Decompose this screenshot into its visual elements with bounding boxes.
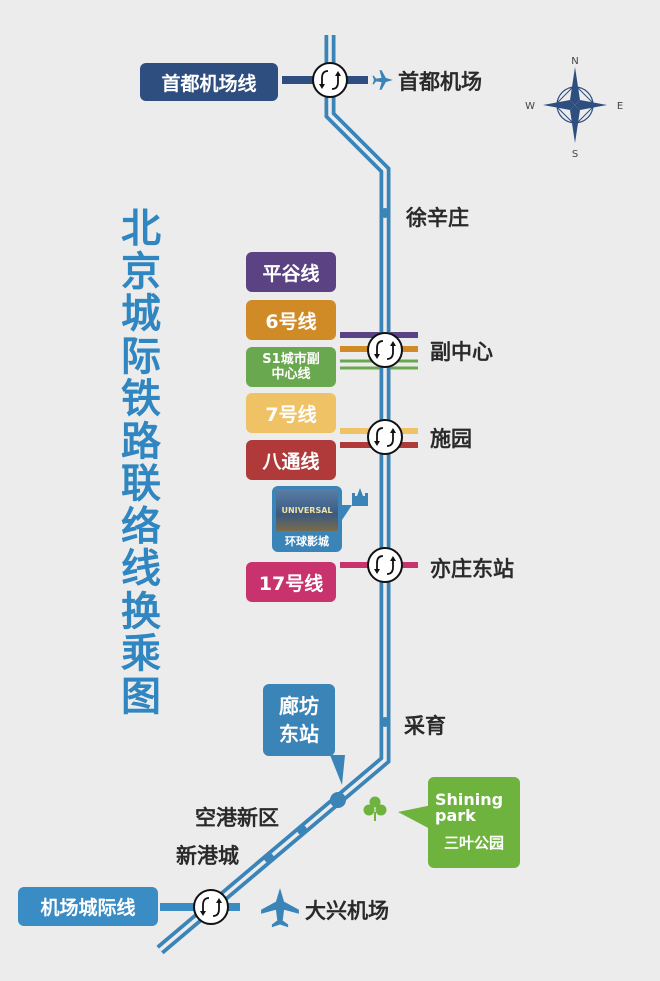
universal-logo-image: UNIVERSAL <box>276 489 338 531</box>
station-xingangcheng[interactable]: 新港城 <box>176 844 239 868</box>
shining-park-en: Shining park <box>435 790 504 825</box>
map-title: 北京城际铁路联络线换乘图 <box>121 206 161 720</box>
universal-label: 环球影城 <box>285 535 329 548</box>
station-daxing-airport[interactable]: 大兴机场 <box>305 899 389 923</box>
station-yizhuang-east[interactable]: 亦庄东站 <box>430 557 514 581</box>
transfer-icon[interactable] <box>312 62 348 98</box>
universal-callout-pointer <box>342 505 352 520</box>
line-label-capital-airport[interactable]: 首都机场线 <box>140 63 278 101</box>
landmark-shining-park[interactable]: Shining park 三叶公园 <box>428 777 520 868</box>
airplane-icon <box>372 70 393 90</box>
airplane-icon <box>261 888 299 928</box>
transfer-icon[interactable] <box>367 547 403 583</box>
station-dot-langfang <box>330 792 346 808</box>
line-label-pinggu[interactable]: 平谷线 <box>246 252 336 292</box>
shining-park-cn: 三叶公园 <box>443 834 504 852</box>
clover-icon <box>363 796 387 821</box>
langfang-callout-pointer <box>330 755 345 785</box>
compass-w: W <box>525 101 535 112</box>
landmark-universal[interactable]: UNIVERSAL 环球影城 <box>272 486 342 552</box>
station-langfang-east[interactable]: 廊坊东站 <box>263 684 335 756</box>
station-dot-xuxinzhuang <box>380 208 390 218</box>
castle-icon <box>352 488 368 506</box>
line-label-batong[interactable]: 八通线 <box>246 440 336 480</box>
line-label-s1[interactable]: S1城市副中心线 <box>246 347 336 387</box>
station-konggang[interactable]: 空港新区 <box>195 806 279 830</box>
compass-e: E <box>617 101 623 112</box>
station-shiyuan[interactable]: 施园 <box>430 427 472 451</box>
station-caiyu[interactable]: 采育 <box>404 714 446 738</box>
compass-icon: N S E W <box>525 56 623 160</box>
transfer-icon[interactable] <box>367 332 403 368</box>
station-dot-xingangcheng <box>264 853 274 863</box>
shining-callout-pointer <box>398 805 432 830</box>
station-dot-konggang <box>297 825 307 835</box>
compass-s: S <box>572 149 578 160</box>
line-label-line17[interactable]: 17号线 <box>246 562 336 602</box>
station-capital-airport[interactable]: 首都机场 <box>398 70 482 94</box>
transfer-icon[interactable] <box>193 889 229 925</box>
line-label-airport-intercity[interactable]: 机场城际线 <box>18 887 158 926</box>
compass-n: N <box>571 56 578 67</box>
station-fuzhongxin[interactable]: 副中心 <box>430 340 493 364</box>
transfer-icon[interactable] <box>367 419 403 455</box>
station-dot-caiyu <box>380 717 390 727</box>
line-label-line7[interactable]: 7号线 <box>246 393 336 433</box>
station-xuxinzhuang[interactable]: 徐辛庄 <box>406 206 469 230</box>
line-label-line6[interactable]: 6号线 <box>246 300 336 340</box>
